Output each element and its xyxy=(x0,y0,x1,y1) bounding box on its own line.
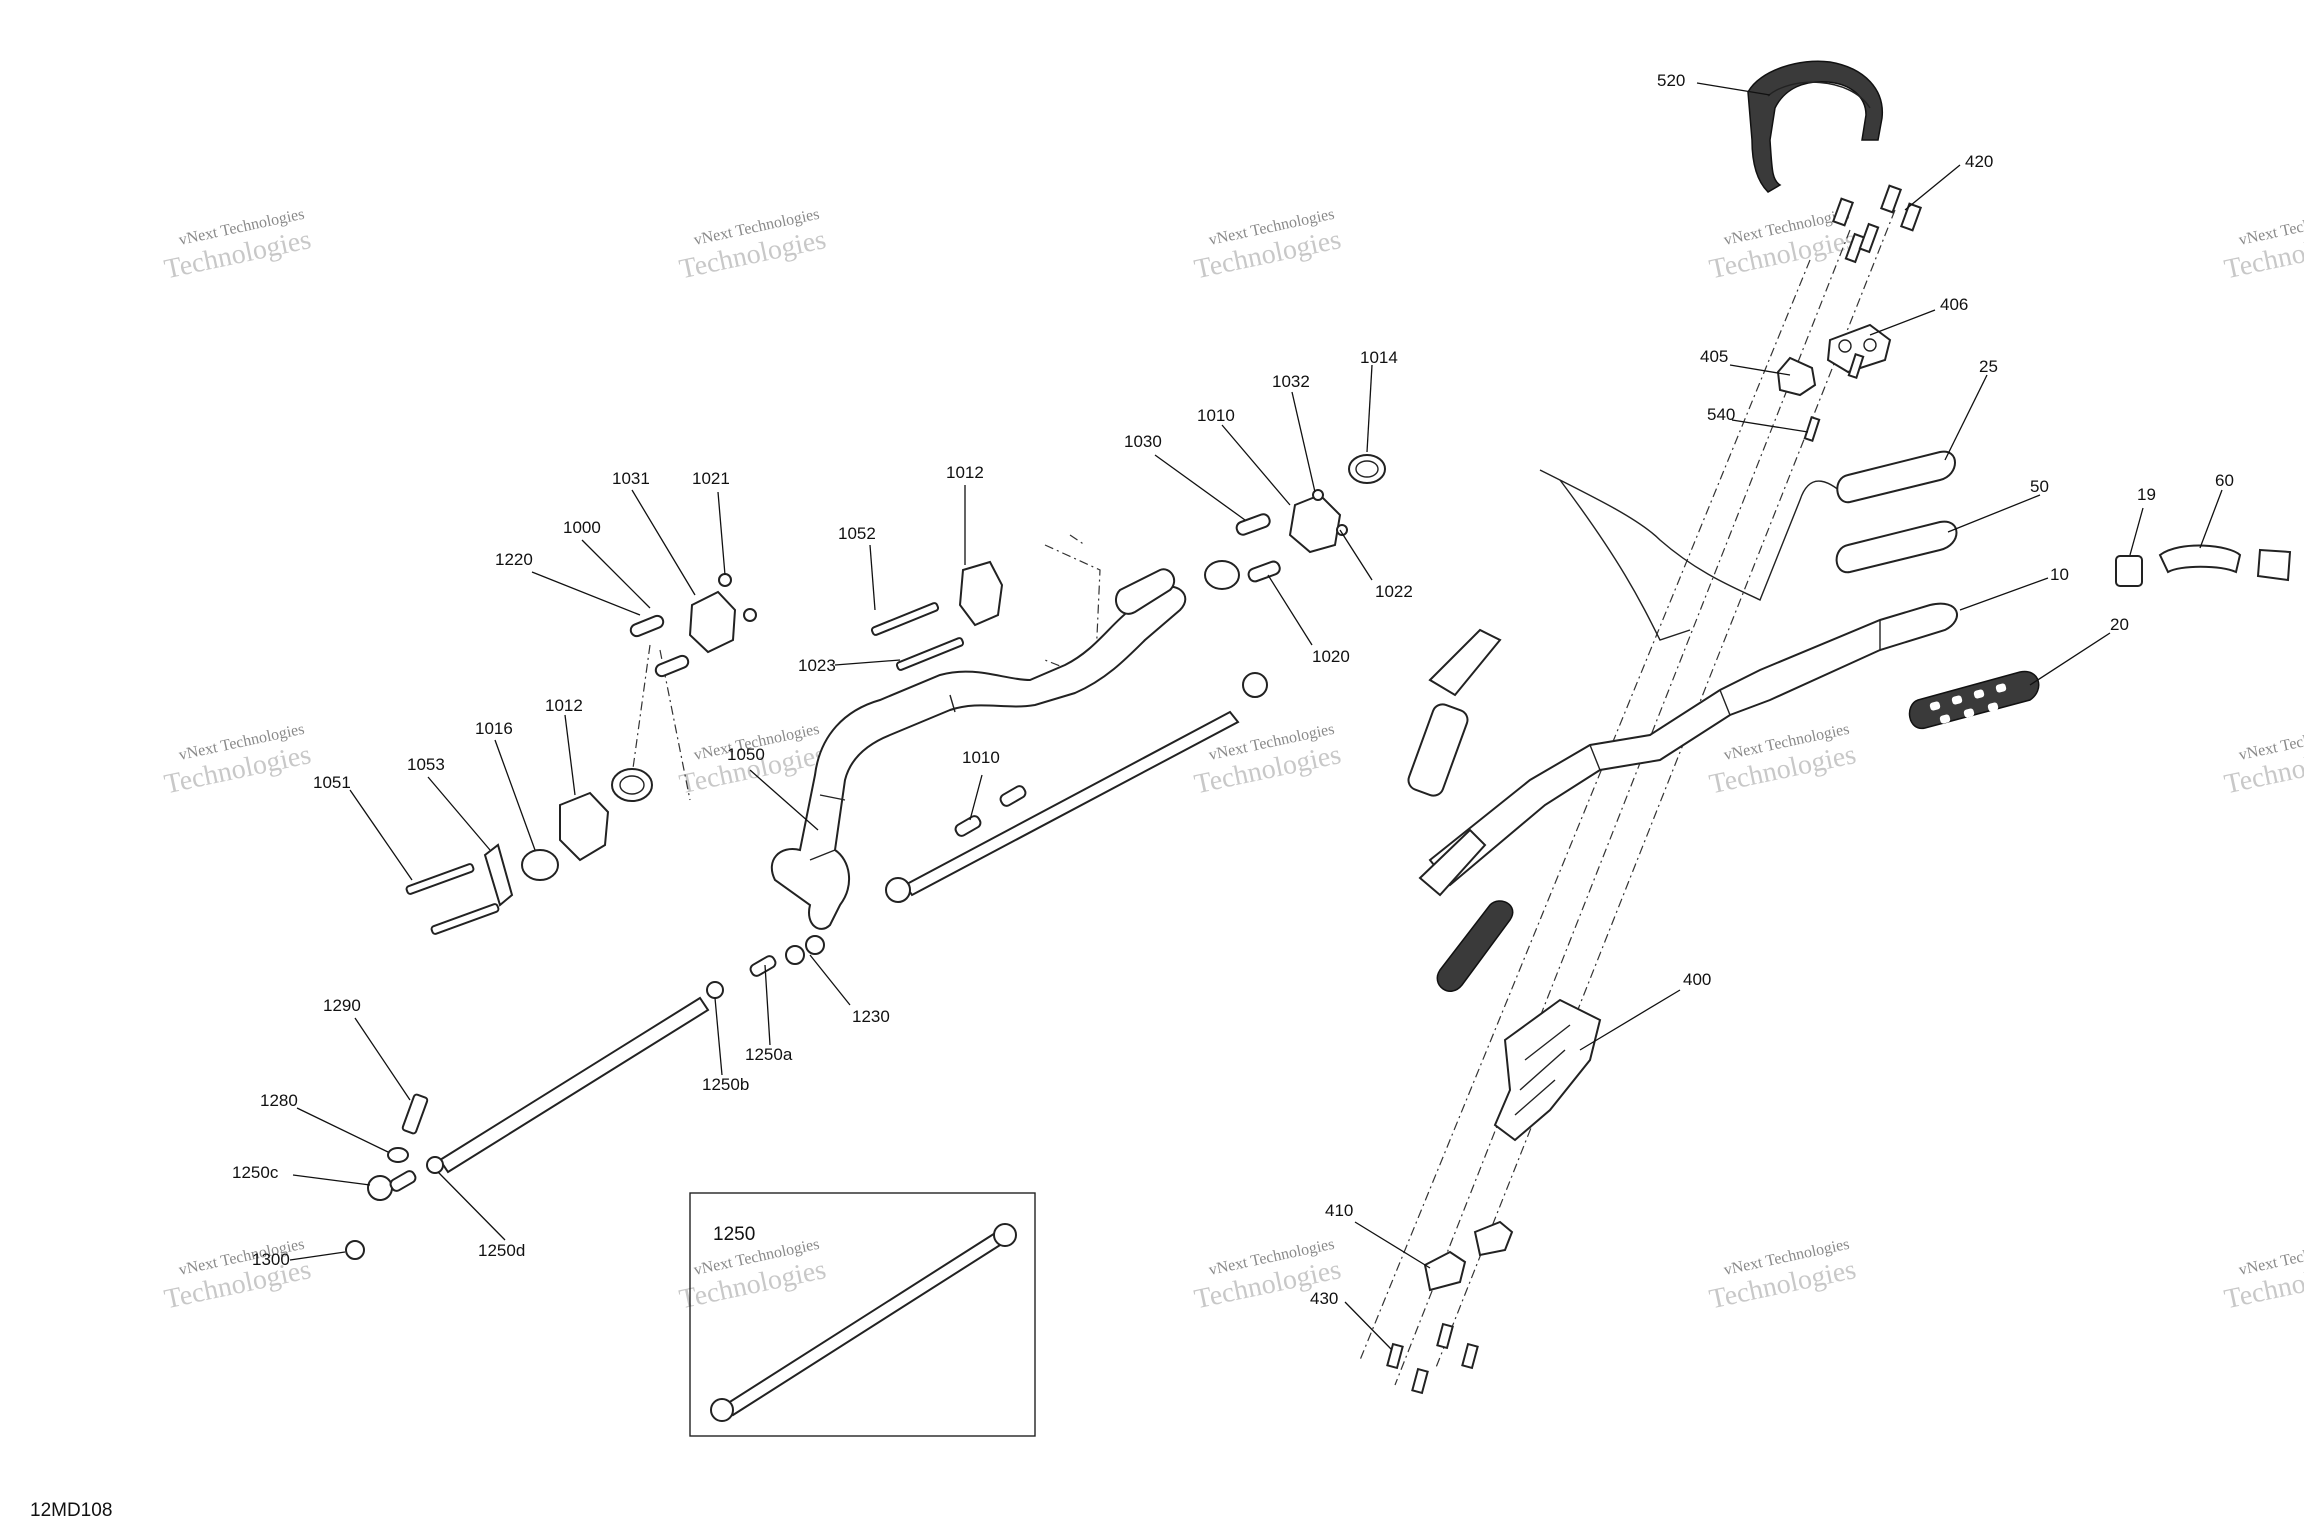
part-1020-bush xyxy=(1204,560,1240,590)
callout: 1250d xyxy=(478,1241,525,1260)
callout: 430 xyxy=(1310,1289,1338,1308)
inset-label: 1250 xyxy=(713,1224,755,1245)
callout: 1014 xyxy=(1360,348,1398,367)
callout: 1012 xyxy=(545,696,583,715)
callout: 19 xyxy=(2137,485,2156,504)
callout: 25 xyxy=(1979,357,1998,376)
part-1280-washer xyxy=(387,1147,409,1163)
part-1031-bolt xyxy=(870,602,940,636)
part-20-grip xyxy=(1908,670,2040,729)
part-1010-upper-clamp xyxy=(1288,493,1342,554)
callout: 1230 xyxy=(852,1007,890,1026)
inset-1250: 1250 xyxy=(689,1192,1036,1437)
part-50-tube xyxy=(1835,520,1958,574)
callout: 60 xyxy=(2215,471,2234,490)
left-clamp-assembly xyxy=(345,573,825,1260)
callout: 1000 xyxy=(563,518,601,537)
part-1016-bush xyxy=(521,849,559,881)
part-1021-pin xyxy=(895,637,965,671)
callout: 1032 xyxy=(1272,372,1310,391)
callout: 1010 xyxy=(1197,406,1235,425)
callout: 1031 xyxy=(612,469,650,488)
callout: 1016 xyxy=(475,719,513,738)
part-1010-lower-clamp xyxy=(958,560,1004,627)
part-1014-ring xyxy=(1348,454,1386,484)
callout: 1290 xyxy=(323,996,361,1015)
part-406-clamp xyxy=(1826,323,1892,374)
part-1250c-rod-end xyxy=(367,1175,393,1201)
part-1220-tie-rod xyxy=(903,710,1240,897)
callout: 1053 xyxy=(407,755,445,774)
part-420-bolts xyxy=(1831,184,1923,264)
part-1053-plate xyxy=(483,843,514,907)
callout: 50 xyxy=(2030,477,2049,496)
callout: 520 xyxy=(1657,71,1685,90)
part-25-tube xyxy=(1836,450,1956,504)
part-1051-bolt xyxy=(405,863,475,895)
callout: 1010 xyxy=(962,748,1000,767)
part-410-clamp xyxy=(1423,1250,1467,1292)
callout: 1280 xyxy=(260,1091,298,1110)
handlebar-left-end xyxy=(1428,628,1502,697)
part-1290-bolt xyxy=(401,1093,429,1135)
callout: 1050 xyxy=(727,745,765,764)
part-1250-rod xyxy=(438,996,710,1174)
callout: 1250b xyxy=(702,1075,749,1094)
callout: 405 xyxy=(1700,347,1728,366)
part-60-tube xyxy=(2158,544,2242,574)
diagram-id: 12MD108 xyxy=(30,1500,113,1521)
part-405-clamp xyxy=(1776,356,1817,397)
callout-labels: 520 420 406 405 540 25 50 10 19 60 20 10… xyxy=(232,71,2234,1308)
callout: 1022 xyxy=(1375,582,1413,601)
part-540-screw xyxy=(1803,416,1821,442)
callout: 1250c xyxy=(232,1163,279,1182)
callout: 1300 xyxy=(252,1250,290,1269)
callout: 1021 xyxy=(692,469,730,488)
part-400-riser xyxy=(1493,998,1602,1142)
callout: 1051 xyxy=(313,773,351,792)
part-430-bolts xyxy=(1386,1322,1479,1395)
callout: 410 xyxy=(1325,1201,1353,1220)
part-10-handlebar xyxy=(1428,602,1958,887)
steering-column-assembly xyxy=(770,454,1386,930)
handlebar-assembly xyxy=(1359,60,2292,1395)
callout: 1023 xyxy=(798,656,836,675)
part-1000-steering-column xyxy=(770,585,1187,930)
part-19-sleeve xyxy=(2115,555,2143,587)
part-1250d-nut xyxy=(426,1156,444,1174)
callout: 1220 xyxy=(495,550,533,569)
part-1012-upper-clamp xyxy=(688,590,737,654)
callout: 1030 xyxy=(1124,432,1162,451)
callout: 420 xyxy=(1965,152,1993,171)
callout: 406 xyxy=(1940,295,1968,314)
callout: 10 xyxy=(2050,565,2069,584)
callout: 1020 xyxy=(1312,647,1350,666)
callout: 1012 xyxy=(946,463,984,482)
part-1030-pin xyxy=(1235,513,1271,536)
part-1230-bushing xyxy=(785,945,805,965)
part-1250b-nut xyxy=(706,981,724,999)
part-520-grip xyxy=(1747,60,1883,193)
callout: 1052 xyxy=(838,524,876,543)
part-1300-nut xyxy=(345,1240,365,1260)
callout: 400 xyxy=(1683,970,1711,989)
callout: 540 xyxy=(1707,405,1735,424)
callout: 20 xyxy=(2110,615,2129,634)
part-1250a-rod-end xyxy=(749,955,777,977)
callout: 1250a xyxy=(745,1045,793,1064)
leader-lines xyxy=(289,82,2223,1351)
part-1012-lower-clamp xyxy=(559,791,610,862)
